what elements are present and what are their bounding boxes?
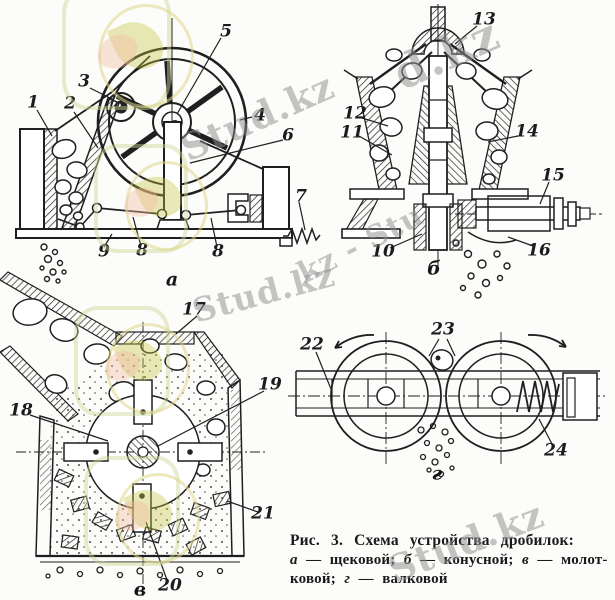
part-number-label: 11 [340,122,364,143]
part-number-label: 9 [98,241,110,262]
part-number-label: 19 [258,374,282,395]
part-number-label: 18 [9,400,33,421]
part-number-label: 3 [78,71,90,92]
floor-particles [45,566,224,579]
part-number-label: 5 [220,21,232,42]
leader-lines-v [29,315,265,581]
part-number-label: 20 [158,575,182,596]
subfigure-g-roller-crusher [288,332,608,478]
leader-lines-a [36,37,306,248]
caption-segment: ковой; [290,571,345,587]
part-number-label: 1 [27,92,39,113]
caption-line2: а — щековой; б — конусной; в — молот- [290,552,612,569]
caption-title: Рис. 3. Схема устройства дробилок: [290,532,575,549]
caption-segment: в [522,552,529,568]
part-number-label: 16 [527,240,551,261]
figure-caption: Рис. 3. Схема устройства дробилок: а — щ… [290,532,612,588]
part-number-label: 14 [515,121,539,142]
crushed-fragments [53,468,232,556]
caption-segment: — валковой [350,571,448,587]
feed-rocks-v [12,298,226,477]
feed-rocks-b [368,48,509,185]
part-number-label: 2 [64,93,76,114]
caption-segment: б [403,552,412,568]
part-number-label: 6 [282,125,294,146]
caption-segment: а [290,552,298,568]
subfigure-b-cone-crusher [341,4,602,299]
caption-line3: ковой; г — валковой [290,571,612,588]
crushed-product [39,243,67,284]
part-number-label: 15 [541,165,565,186]
subfigure-a-jaw-crusher [15,18,321,284]
roller-product [417,422,455,478]
subfigure-letter-label: а [165,268,179,291]
part-number-label: 10 [371,241,395,262]
part-number-label: 17 [182,299,206,320]
subfigure-letter-label: в [133,578,147,600]
part-number-label: 21 [251,503,275,524]
caption-segment: — щековой; [297,552,404,568]
part-number-label: 8 [136,240,148,261]
subfigure-letter-label: г [431,462,443,485]
part-number-label: 4 [254,105,266,126]
part-number-label: 22 [300,334,324,355]
subfigure-v-hammer-crusher [0,271,266,596]
part-number-label: 13 [472,9,496,30]
caption-segment: — конусной; [411,552,522,568]
part-number-label: 12 [343,103,367,124]
subfigure-letter-label: б [427,257,441,280]
leader-lines-g [315,338,553,445]
part-number-label: 8 [212,241,224,262]
feed-rocks [51,138,88,221]
caption-segment: — молот- [528,552,608,568]
part-number-label: 23 [431,319,455,340]
discharge-particles [452,239,511,299]
caption-segment: г [344,571,351,587]
leader-lines-b [358,25,550,249]
part-number-label: 7 [295,186,307,207]
part-number-label: 24 [544,440,568,461]
